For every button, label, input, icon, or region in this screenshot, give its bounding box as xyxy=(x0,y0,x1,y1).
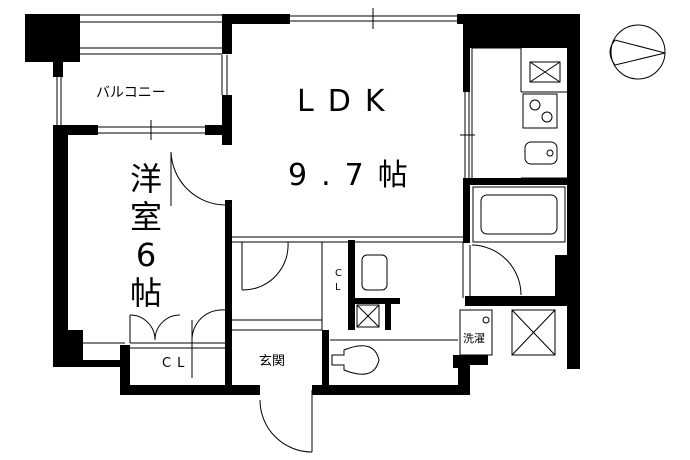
balcony-area xyxy=(25,14,228,125)
toilet-icon xyxy=(331,345,380,375)
washing-machine-pan-icon xyxy=(459,309,493,356)
ldk-label: LDK xyxy=(297,84,399,119)
north-compass-icon xyxy=(609,24,666,80)
pipe-space-icon xyxy=(356,304,380,328)
washbasin-icon xyxy=(361,254,388,291)
windows xyxy=(98,8,475,178)
ldk-size-label: 9.7帖 xyxy=(288,158,422,193)
closet-label: CL xyxy=(162,356,191,371)
kitchen-sink-icon xyxy=(524,141,558,165)
hall-closet-label-c: C xyxy=(335,268,342,279)
bathtub-icon xyxy=(472,186,566,243)
western-room-label-1: 洋 xyxy=(129,160,162,198)
door-swings xyxy=(129,151,522,453)
western-room-size-2: 帖 xyxy=(129,274,162,312)
western-room-size-1: 6 xyxy=(135,236,157,274)
vent-icon xyxy=(529,61,561,83)
interior-lines xyxy=(83,47,522,349)
hall-closet-label-l: L xyxy=(335,282,341,293)
walls xyxy=(53,14,580,395)
stove-icon xyxy=(522,93,558,129)
laundry-label: 洗濯 xyxy=(463,332,485,345)
fixtures xyxy=(331,61,568,375)
western-room-label-2: 室 xyxy=(129,198,162,236)
balcony-label: バルコニー xyxy=(96,85,166,101)
entrance-label: 玄関 xyxy=(259,354,286,369)
